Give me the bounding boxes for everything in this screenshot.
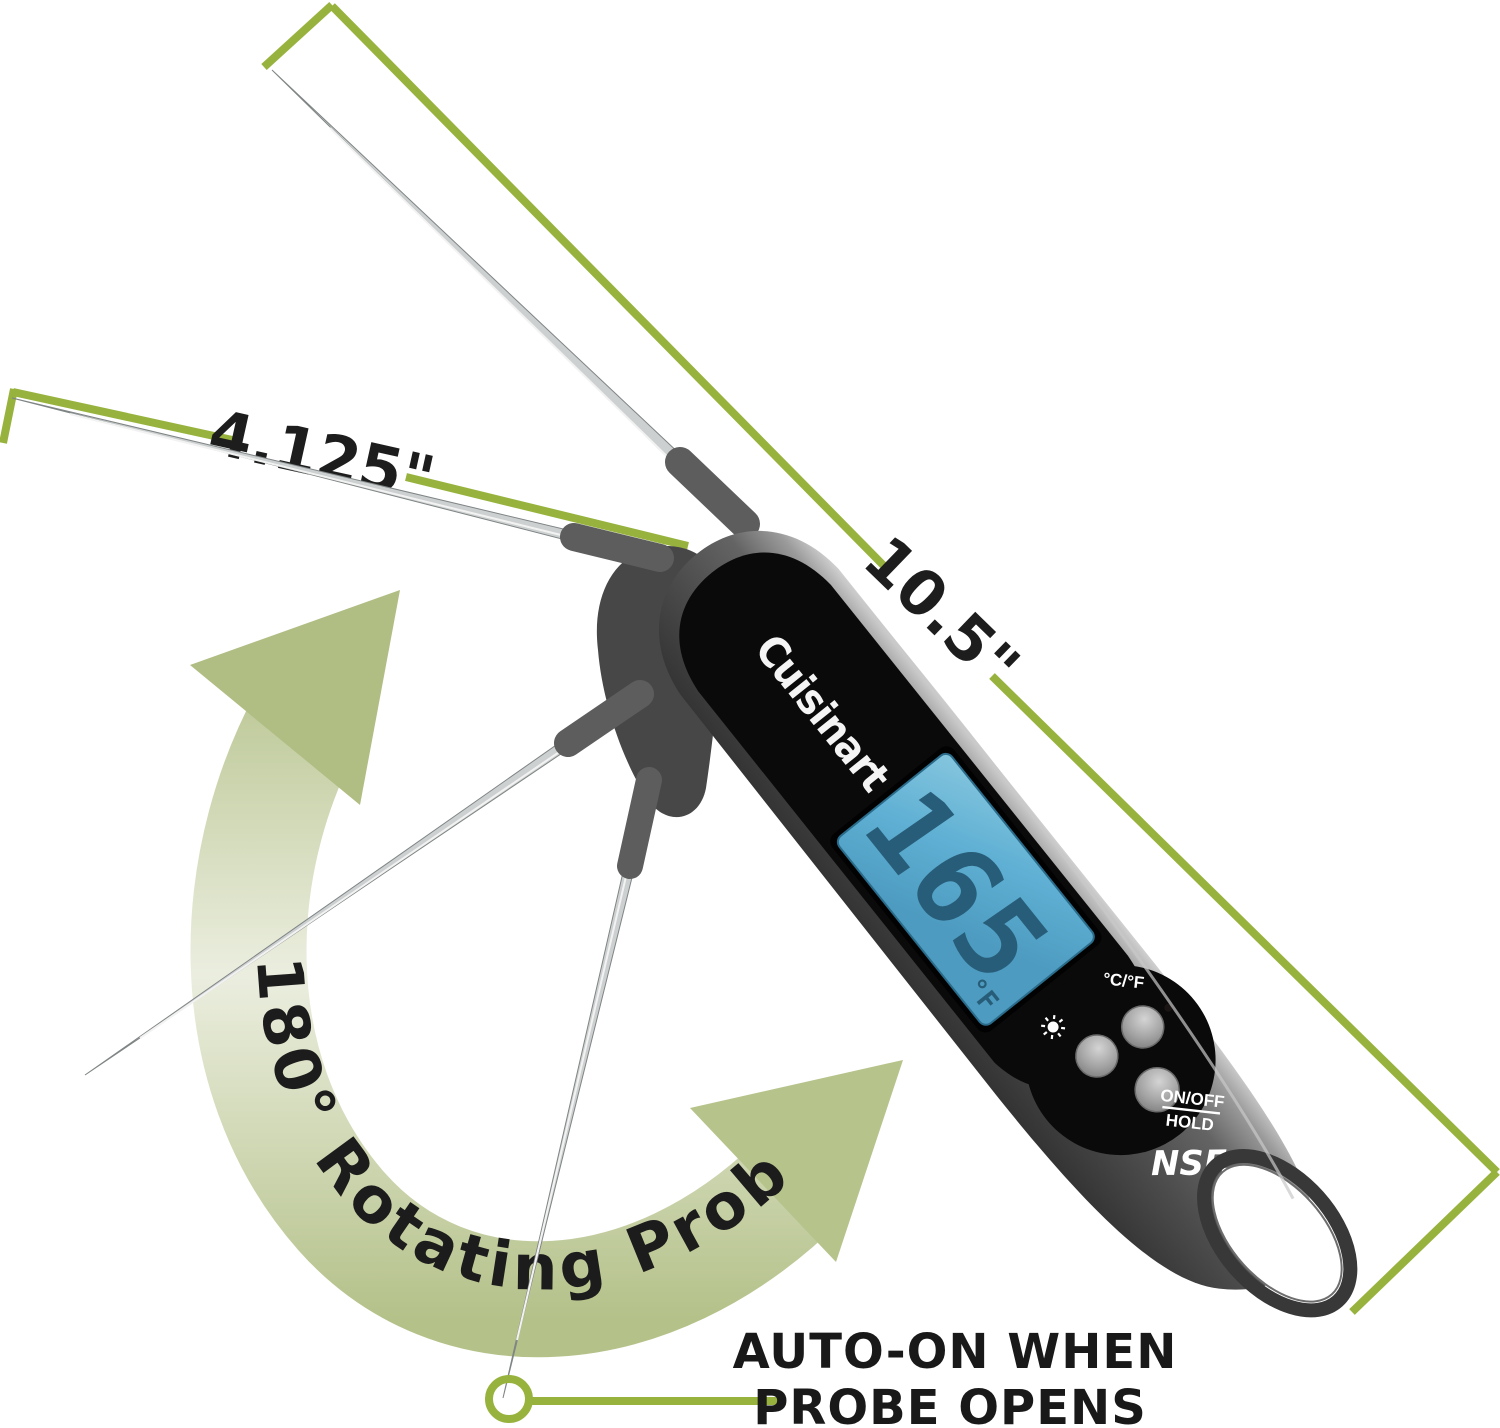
probe-highlight bbox=[69, 413, 631, 553]
arrow-head-up-icon bbox=[190, 590, 400, 805]
dim-tick bbox=[0, 388, 18, 444]
probe-highlight bbox=[329, 127, 721, 509]
total-length-dimension bbox=[261, 2, 1500, 1315]
sun-icon bbox=[1041, 1014, 1066, 1040]
callout-ring-icon bbox=[485, 1375, 533, 1423]
probe-highlight bbox=[139, 715, 613, 1039]
dim-line bbox=[12, 388, 238, 445]
probes bbox=[11, 69, 758, 1399]
auto-on-label-line1: AUTO-ON WHEN bbox=[733, 1324, 1178, 1380]
probe-sleeves bbox=[554, 447, 760, 879]
dim-line bbox=[989, 673, 1500, 1175]
power-label-divider bbox=[1162, 1105, 1221, 1115]
indicator-dot bbox=[1164, 1003, 1173, 1012]
backlight-button bbox=[1075, 1034, 1119, 1078]
probe-sleeve bbox=[560, 523, 674, 572]
dim-tick bbox=[1349, 1169, 1500, 1315]
dim-line bbox=[405, 473, 689, 550]
auto-on-label-line2: PROBE OPENS bbox=[753, 1380, 1147, 1428]
arrow-head-right-icon bbox=[690, 1060, 903, 1262]
unit-toggle-button bbox=[1120, 1005, 1165, 1049]
probe-sleeve bbox=[554, 680, 654, 757]
dim-line bbox=[329, 3, 891, 573]
thermometer-body: Cuisinart 165 °F °C/°F ON/OFF HOLD NSF. bbox=[658, 530, 1358, 1318]
lcd-display bbox=[836, 752, 1095, 1026]
rotation-arc-band bbox=[190, 670, 841, 1358]
edge-highlight bbox=[839, 575, 1295, 1200]
probe-sleeve bbox=[665, 447, 760, 539]
dim-tick bbox=[261, 2, 335, 70]
probe-highlight bbox=[516, 799, 645, 1341]
auto-on-callout: AUTO-ON WHEN PROBE OPENS bbox=[485, 1324, 1178, 1428]
hang-hole bbox=[1197, 1149, 1358, 1318]
probe-sleeve bbox=[617, 767, 662, 879]
unit-toggle-label: °C/°F bbox=[1102, 969, 1145, 992]
